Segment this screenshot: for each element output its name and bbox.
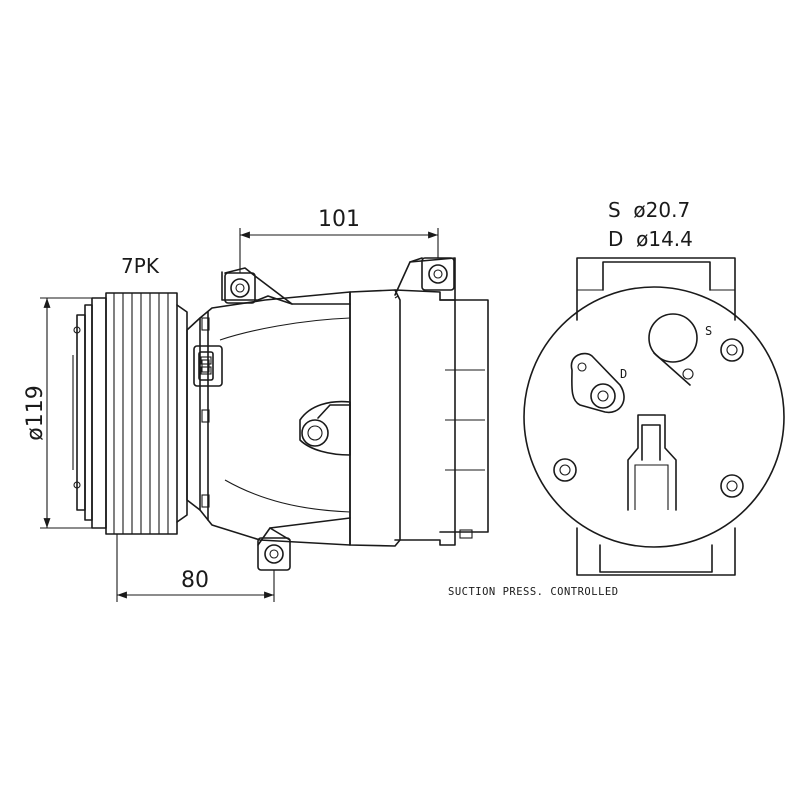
discharge-port-spec: D ø14.4 xyxy=(608,227,693,251)
dim-label-101: 101 xyxy=(318,207,360,232)
rear-housing-circle xyxy=(523,286,785,548)
discharge-mark: D xyxy=(620,367,628,381)
belt-type-label: 7PK xyxy=(121,254,160,278)
dimension-80 xyxy=(116,534,275,602)
rear-view: S D S ø20.7 D ø14.4 xyxy=(523,198,785,576)
dim-label-80: 80 xyxy=(181,568,209,593)
mounting-lug-front-top xyxy=(224,272,256,304)
electrical-connector xyxy=(193,345,223,387)
suction-mark: S xyxy=(705,324,713,338)
control-valve xyxy=(627,414,677,511)
dim-label-diameter: ø119 xyxy=(23,385,48,440)
control-note: SUCTION PRESS. CONTROLLED xyxy=(448,586,619,598)
pulley xyxy=(72,292,188,535)
side-view: 101 80 ø119 7PK xyxy=(23,207,489,602)
suction-port xyxy=(648,313,698,386)
suction-port-spec: S ø20.7 xyxy=(608,198,690,222)
dimension-101 xyxy=(239,228,439,273)
dimension-diameter xyxy=(40,297,92,529)
mounting-lug-bottom xyxy=(257,537,291,571)
mounting-lug-rear-top xyxy=(421,257,455,291)
discharge-port xyxy=(570,352,625,414)
rear-head xyxy=(349,257,489,547)
compressor-body xyxy=(186,267,351,546)
bolt-holes xyxy=(553,338,744,498)
